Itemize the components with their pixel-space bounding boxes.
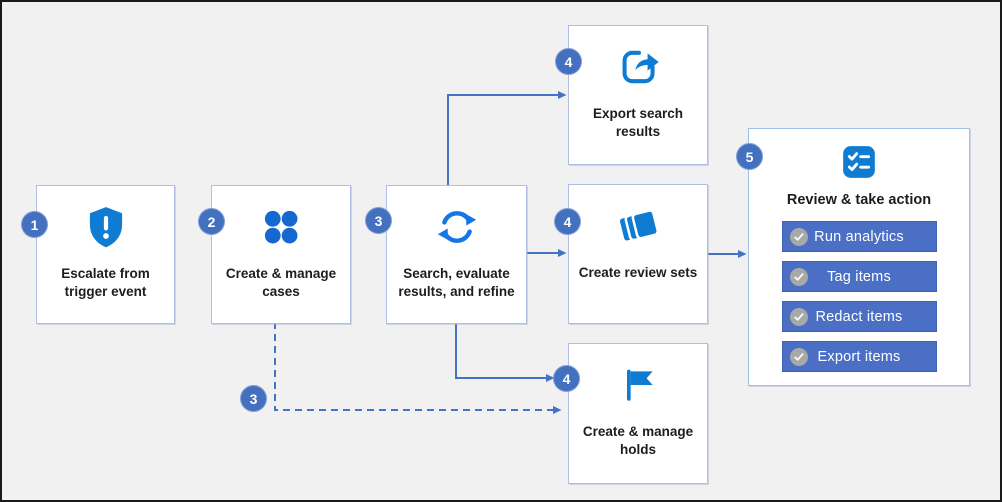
check-circle-icon [789, 267, 808, 286]
export-items-button: Export items [781, 341, 937, 372]
step-label: Create review sets [578, 265, 698, 280]
check-circle-icon [789, 307, 808, 326]
step-badge-1: 1 [21, 211, 48, 238]
check-circle-icon [789, 347, 808, 366]
connector-search-to-export [447, 91, 567, 185]
step-badge-4-export: 4 [555, 48, 582, 75]
step-box-escalate: Escalate from trigger event [36, 185, 175, 324]
flag-icon [616, 360, 660, 410]
step-box-review-action: Review & take action Run analytics Tag i… [748, 128, 970, 386]
sync-icon [434, 202, 480, 252]
action-label: Run analytics [814, 228, 904, 245]
tag-items-button: Tag items [781, 261, 937, 292]
step-label: Create & manage cases [225, 266, 337, 299]
step-badge-5: 5 [736, 143, 763, 170]
shield-alert-icon [83, 202, 129, 252]
run-analytics-button: Run analytics [781, 221, 937, 252]
check-circle-icon [789, 227, 808, 246]
redact-items-button: Redact items [781, 301, 937, 332]
step-box-search: Search, evaluate results, and refine [386, 185, 527, 324]
step-badge-4-reviewsets: 4 [554, 208, 581, 235]
connector-search-to-holds [455, 322, 555, 382]
step-badge-4-holds: 4 [553, 365, 580, 392]
step-label: Escalate from trigger event [61, 266, 150, 299]
step-badge-2: 2 [198, 208, 225, 235]
branch-step-badge-3: 3 [240, 385, 267, 412]
step-label: Create & manage holds [582, 424, 694, 457]
dots-grid-icon [260, 202, 302, 252]
step-box-holds: Create & manage holds [568, 343, 708, 484]
action-label: Tag items [827, 268, 891, 285]
connector-cases-to-holds-dashed [274, 322, 562, 414]
step-label: Review & take action [786, 192, 932, 208]
action-label: Export items [817, 348, 901, 365]
review-sets-icon [615, 201, 661, 251]
checklist-icon [839, 141, 879, 183]
step-box-cases: Create & manage cases [211, 185, 351, 324]
step-box-review-sets: Create review sets [568, 184, 708, 324]
step-label: Search, evaluate results, and refine [398, 266, 515, 299]
export-icon [615, 42, 661, 92]
action-list: Run analytics Tag items Redact items [781, 221, 937, 372]
action-label: Redact items [815, 308, 903, 325]
step-label: Export search results [592, 106, 684, 139]
step-box-export-search: Export search results [568, 25, 708, 165]
step-badge-3: 3 [365, 207, 392, 234]
